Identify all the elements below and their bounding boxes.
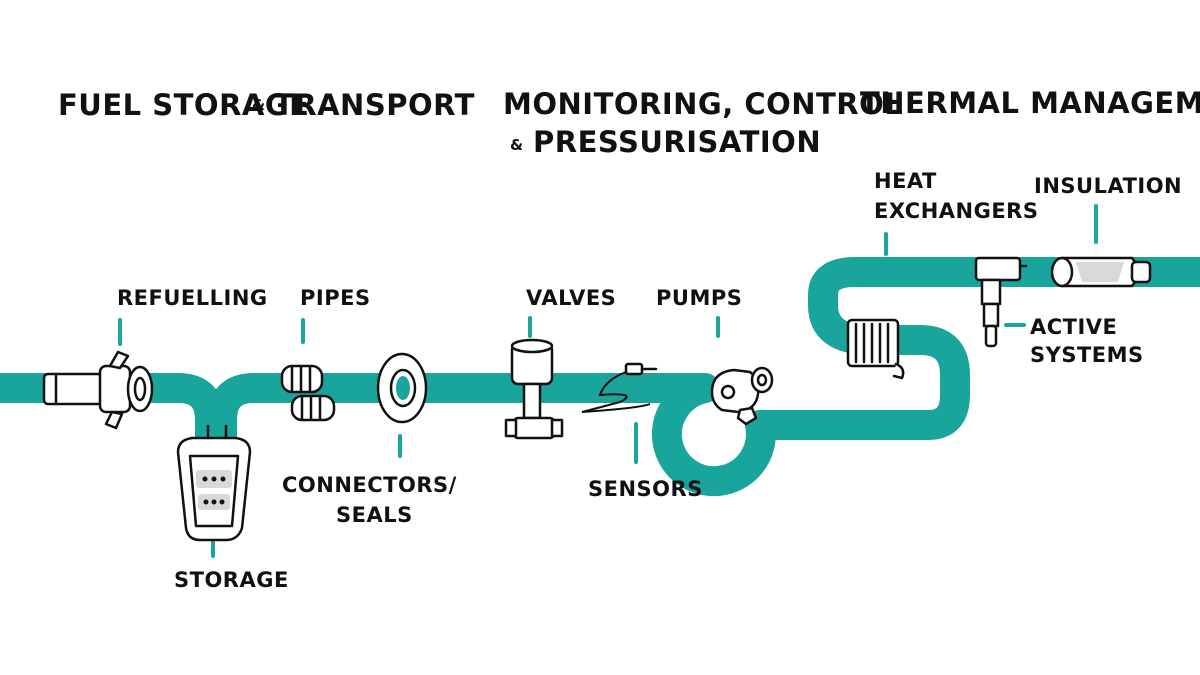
label-insulation: INSULATION [1034,174,1182,198]
refuelling-nozzle-icon [42,350,154,430]
active-system-icon [974,256,1028,348]
heading-line: MONITORING, CONTROL [503,87,903,121]
insulation-icon [1050,256,1152,288]
section-heading-thermal: THERMAL MANAGEMENT [860,86,1200,120]
heading-line: PRESSURISATION [533,125,821,159]
heading-ampersand: & [510,136,524,154]
connector-seal-ring-icon [376,352,428,424]
pipe-branch-right [207,373,700,440]
section-heading-fuel-storage: FUEL STORAGE & TRANSPORT [58,88,475,122]
label-pumps: PUMPS [656,286,742,310]
label-active: ACTIVE [1030,315,1117,339]
pipe-network [0,257,1200,497]
label-pipes: PIPES [300,286,371,310]
section-heading-monitoring: MONITORING, CONTROL & PRESSURISATION [503,87,903,159]
label-heat: HEAT [874,169,937,193]
label-exchangers: EXCHANGERS [874,199,1038,223]
leader-ticks [118,204,1098,558]
pipe-pump-loop-and-s-bend [651,257,1200,497]
storage-tank-icon [176,424,252,542]
heat-exchanger-icon [846,318,905,380]
heading-line: FUEL STORAGE [58,88,309,122]
sensor-icon [581,362,658,413]
label-seals: SEALS [336,503,413,527]
label-sensors: SENSORS [588,477,703,501]
pump-icon [710,366,774,426]
label-storage: STORAGE [174,568,289,592]
valve-icon [504,338,564,440]
bellows-pipe-icon [280,364,336,422]
heading-line: THERMAL MANAGEMENT [860,86,1200,120]
heading-line: TRANSPORT [274,88,475,122]
label-valves: VALVES [526,286,616,310]
heading-ampersand: & [252,96,266,114]
label-connectors: CONNECTORS/ [282,473,457,497]
label-systems: SYSTEMS [1030,343,1144,367]
label-refuelling: REFUELLING [117,286,268,310]
